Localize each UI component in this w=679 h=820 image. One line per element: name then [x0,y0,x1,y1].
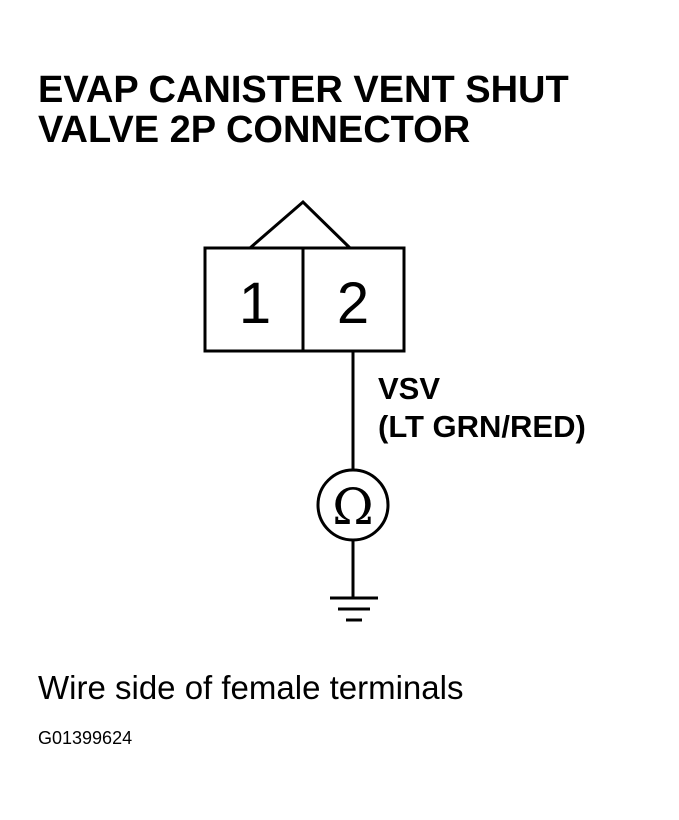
ohmmeter-icon: Ω [316,468,390,542]
title-line-2: VALVE 2P CONNECTOR [38,109,471,151]
wire-name: VSV [378,371,441,406]
figure-id: G01399624 [38,728,133,748]
wire-color: (LT GRN/RED) [378,409,586,444]
diagram-title: EVAP CANISTER VENT SHUT VALVE 2P CONNECT… [38,70,569,150]
wire-label: VSV (LT GRN/RED) [378,370,586,446]
ohm-symbol: Ω [332,478,373,536]
terminal-2-label: 2 [337,271,369,336]
connector-lock-tab [249,199,352,250]
terminal-1-label: 1 [239,271,271,336]
title-line-1: EVAP CANISTER VENT SHUT [38,69,569,111]
view-caption: Wire side of female terminals [38,669,464,706]
ground-icon [330,596,378,622]
